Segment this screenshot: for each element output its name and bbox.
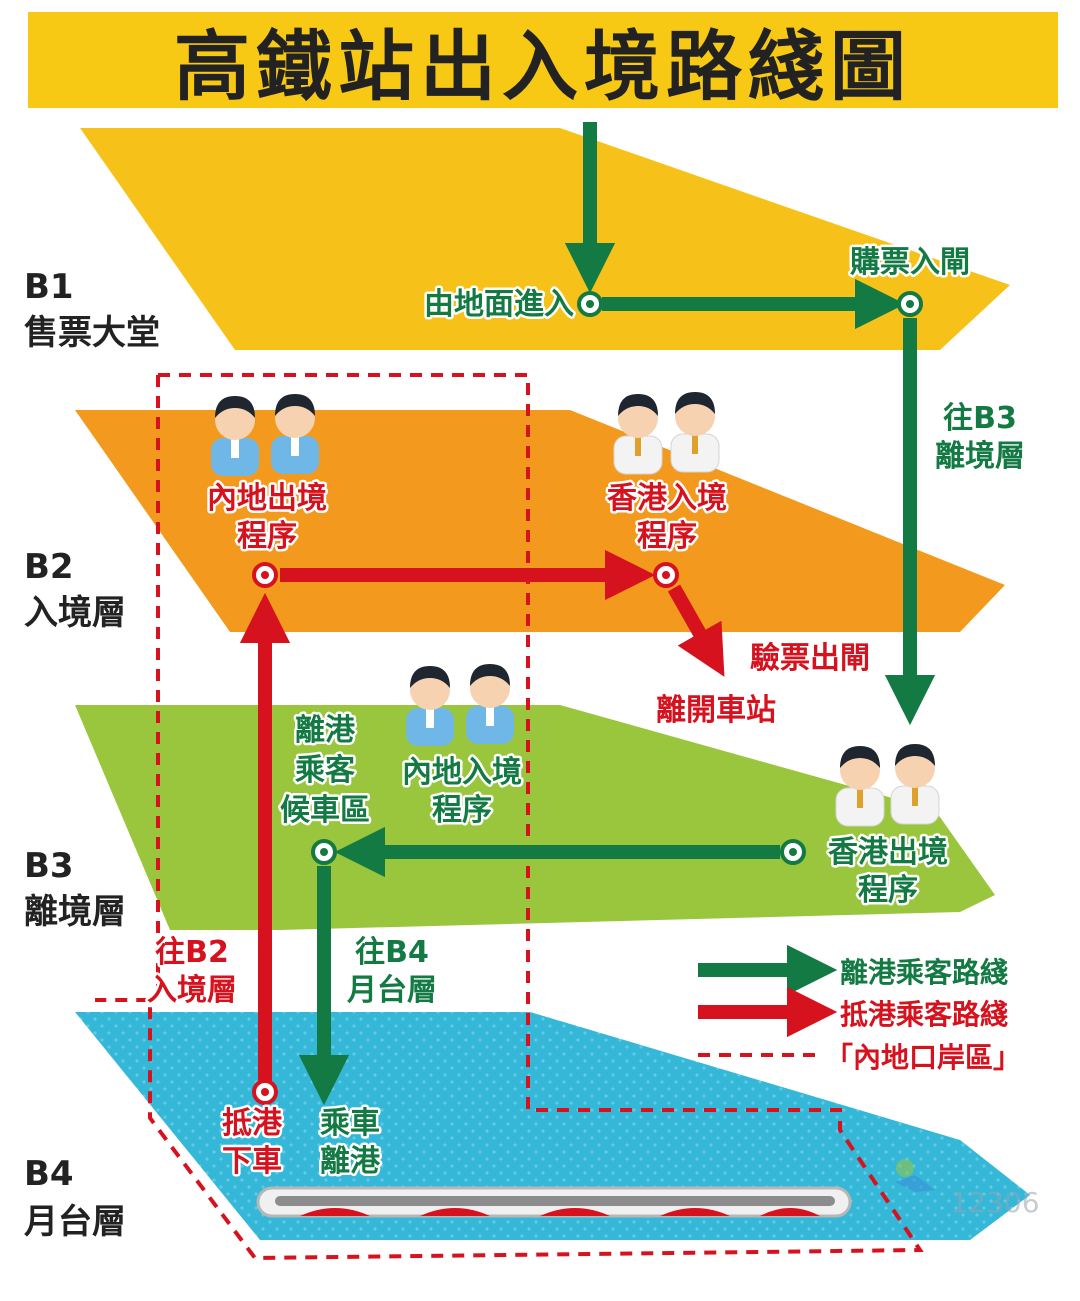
mainland-port-zone-border <box>95 373 924 1261</box>
hk-exit-label-line1: 香港出境 <box>828 835 948 870</box>
level-b3-code: B3 <box>24 846 74 886</box>
to-b2-label-line2: 入境層 <box>147 973 237 1008</box>
mainland-entry-label-line2: 程序 <box>432 793 492 828</box>
to-b3-label-line2: 離境層 <box>935 439 1025 474</box>
arrive-alight-label-line1: 抵港 <box>222 1106 283 1141</box>
level-b3-name: 離境層 <box>24 892 126 932</box>
to-b4-label-line1: 往B4 <box>355 935 429 970</box>
departure-waiting-label-line3: 候車區 <box>280 793 370 828</box>
level-labels: B1 售票大堂 B2 入境層 B3 離境層 B4 月台層 <box>24 267 160 1242</box>
arrive-alight-label-line2: 下車 <box>222 1144 282 1179</box>
hk-entry-label-line2: 程序 <box>637 519 697 554</box>
legend-zone-label: 「內地口岸區」 <box>825 1041 1021 1074</box>
b3-slab <box>75 705 995 930</box>
buy-ticket-gate-label: 購票入閘 <box>850 245 970 280</box>
board-depart-label-line1: 乘車 <box>320 1106 380 1141</box>
watermark-text: 12306 <box>950 1186 1039 1219</box>
watermark: 12306 <box>895 1159 1040 1219</box>
level-b1-code: B1 <box>24 267 74 307</box>
board-depart-label-line2: 離港 <box>320 1144 381 1179</box>
platform-train-track <box>256 1186 852 1218</box>
leave-station-label: 離開車站 <box>656 693 776 728</box>
mainland-entry-officer-icon <box>466 664 514 744</box>
enter-from-ground-label: 由地面進入 <box>424 287 574 322</box>
route-node-markers <box>252 291 923 1105</box>
level-b4-name: 月台層 <box>24 1202 126 1242</box>
hk-exit-officer-icon <box>890 743 940 825</box>
mainland-entry-label-line1: 內地入境 <box>402 755 522 790</box>
title-bar: 高鐵站出入境路綫圖 <box>28 12 1058 111</box>
departure-waiting-label-line1: 離港 <box>295 713 356 748</box>
to-b4-label-line2: 月台層 <box>347 973 437 1008</box>
mainland-exit-label-line2: 程序 <box>237 519 297 554</box>
legend-departure-label: 離港乘客路綫 <box>840 956 1008 989</box>
hk-entry-label-line1: 香港入境 <box>607 481 727 516</box>
departure-route <box>298 122 936 1106</box>
page-title: 高鐵站出入境路綫圖 <box>174 22 912 111</box>
to-b3-label-line1: 往B3 <box>943 401 1017 436</box>
level-b1-name: 售票大堂 <box>24 313 160 353</box>
b1-slab <box>80 128 1010 350</box>
hk-exit-label-line2: 程序 <box>858 873 918 908</box>
hk-entry-officer-icon <box>670 391 720 473</box>
watermark-logo-icon <box>896 1159 914 1177</box>
arrival-route <box>239 549 725 1082</box>
legend: 離港乘客路綫 抵港乘客路綫 「內地口岸區」 <box>698 944 1021 1074</box>
level-b2-code: B2 <box>24 547 74 587</box>
ticket-check-exit-label: 驗票出閘 <box>750 641 870 676</box>
legend-arrival-label: 抵港乘客路綫 <box>840 998 1008 1031</box>
departure-waiting-label-line2: 乘客 <box>295 753 355 788</box>
mainland-exit-label-line1: 內地出境 <box>207 481 327 516</box>
level-b4-code: B4 <box>24 1154 74 1194</box>
to-b2-label-line1: 往B2 <box>155 935 229 970</box>
level-b2-name: 入境層 <box>24 593 126 633</box>
